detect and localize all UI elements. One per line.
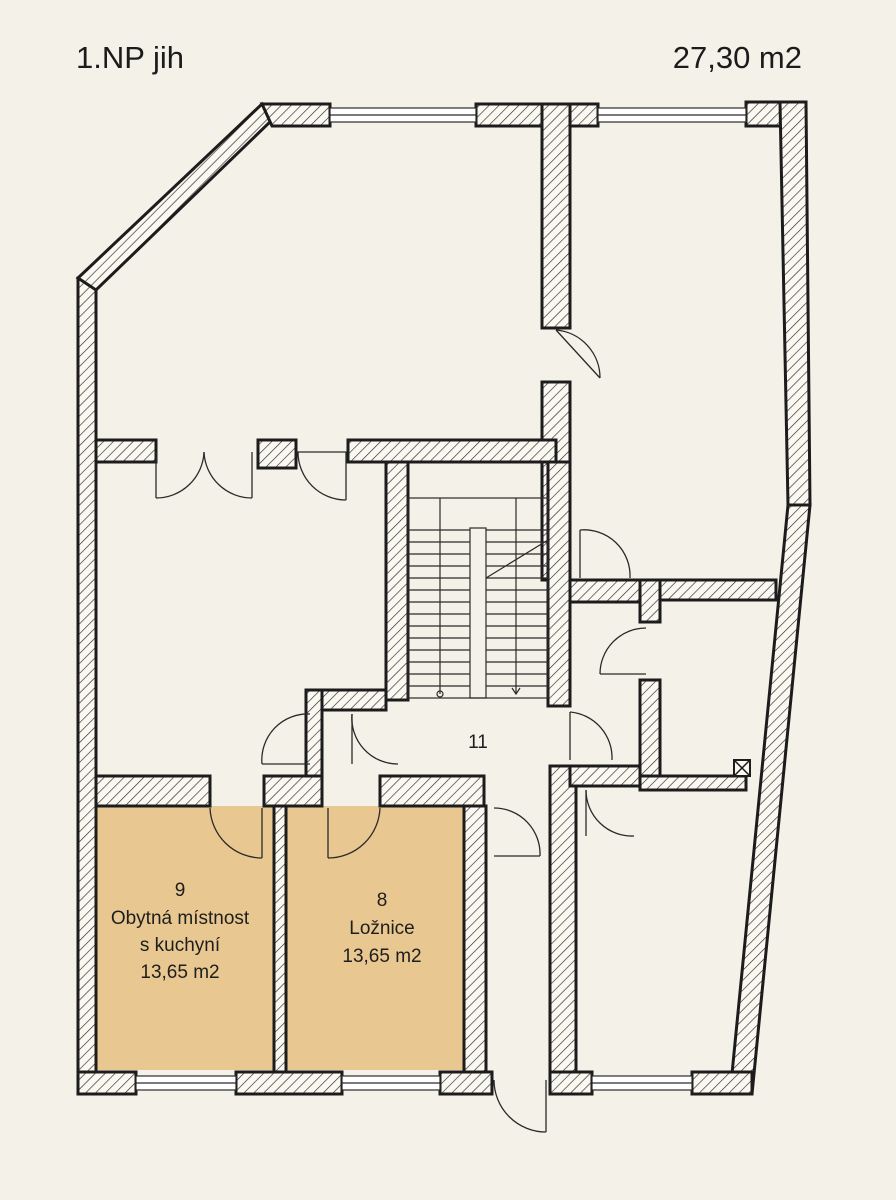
windows [135, 107, 747, 1091]
total-area-label: 27,30 m2 [672, 40, 802, 75]
staircase [407, 497, 549, 699]
room-8-fill[interactable] [286, 806, 464, 1070]
room-8-number: 8 [377, 890, 388, 911]
room-11-number: 11 [468, 732, 488, 753]
floor-label: 1.NP jih [76, 40, 184, 75]
room-8-label: 8 Ložnice 13,65 m2 [342, 890, 421, 967]
room-9-label: 9 Obytná místnost s kuchyní 13,65 m2 [111, 880, 250, 983]
interior-walls [94, 102, 778, 1074]
room-8-name: Ložnice [349, 918, 415, 939]
doors [155, 329, 647, 1133]
room-9-name-line2: s kuchyní [140, 935, 221, 956]
room-9-number: 9 [175, 880, 186, 901]
room-8-area: 13,65 m2 [342, 946, 421, 967]
outer-walls [75, 100, 812, 1096]
room-9-area: 13,65 m2 [140, 962, 219, 983]
room-9-fill[interactable] [86, 806, 274, 1070]
room-9-name-line1: Obytná místnost [111, 908, 250, 929]
